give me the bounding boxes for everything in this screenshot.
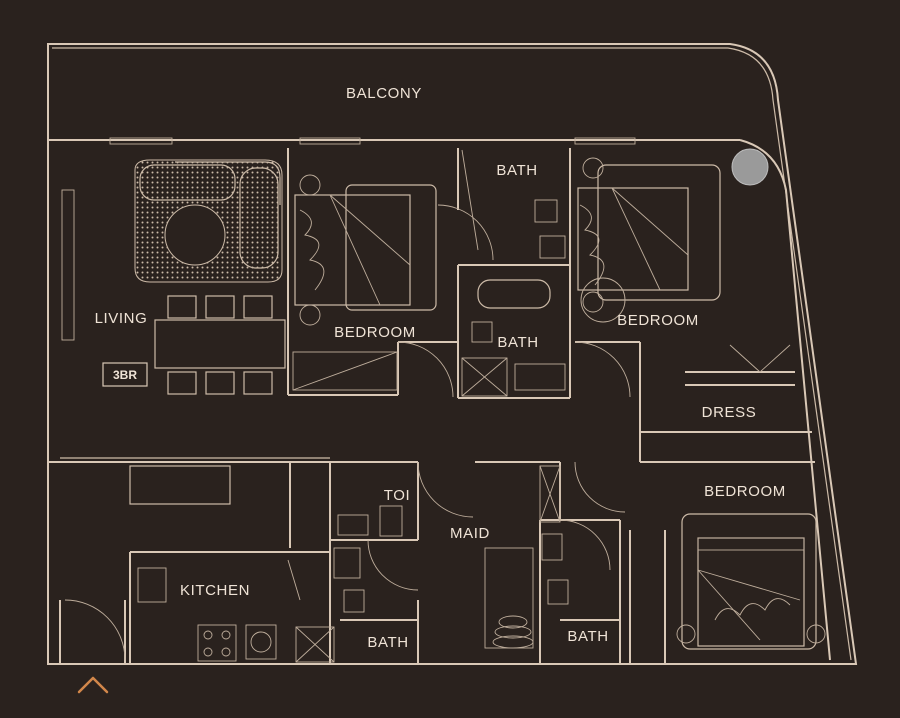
room-label-bedroom-1: BEDROOM (334, 324, 416, 341)
bed-3 (676, 513, 826, 650)
room-label-living: LIVING (95, 310, 148, 327)
unit-badge-label: 3BR (113, 368, 137, 382)
chevron-up-icon[interactable] (77, 676, 109, 694)
room-label-kitchen: KITCHEN (180, 582, 250, 599)
room-label-bedroom-2: BEDROOM (617, 312, 699, 329)
room-label-maid: MAID (450, 525, 490, 542)
bed-1 (292, 174, 437, 391)
room-label-toi: TOI (384, 487, 411, 504)
unit-badge: 3BR (102, 362, 148, 387)
kitchen-fixtures (129, 465, 335, 663)
door-swings (64, 204, 631, 661)
room-label-bath-top: BATH (496, 162, 537, 179)
outer-walls (47, 43, 858, 665)
bed-2 (577, 157, 791, 373)
bath-top-fixtures (461, 149, 566, 259)
location-dot-icon[interactable] (731, 148, 769, 186)
room-labels: BALCONY LIVING BEDROOM BATH BATH BEDROOM… (95, 85, 786, 651)
room-label-balcony: BALCONY (346, 85, 422, 102)
dining-table (154, 295, 286, 395)
interior-walls (48, 148, 815, 664)
room-label-bath-mid: BATH (497, 334, 538, 351)
room-label-dress: DRESS (702, 404, 757, 421)
room-label-bath-bottom-left: BATH (367, 634, 408, 651)
sofa-and-rug (134, 159, 283, 283)
window-marks (61, 137, 636, 341)
room-label-bedroom-3: BEDROOM (704, 483, 786, 500)
lower-fixtures (333, 465, 569, 649)
room-label-bath-bottom-right: BATH (567, 628, 608, 645)
bath-mid-fixtures (461, 279, 566, 397)
